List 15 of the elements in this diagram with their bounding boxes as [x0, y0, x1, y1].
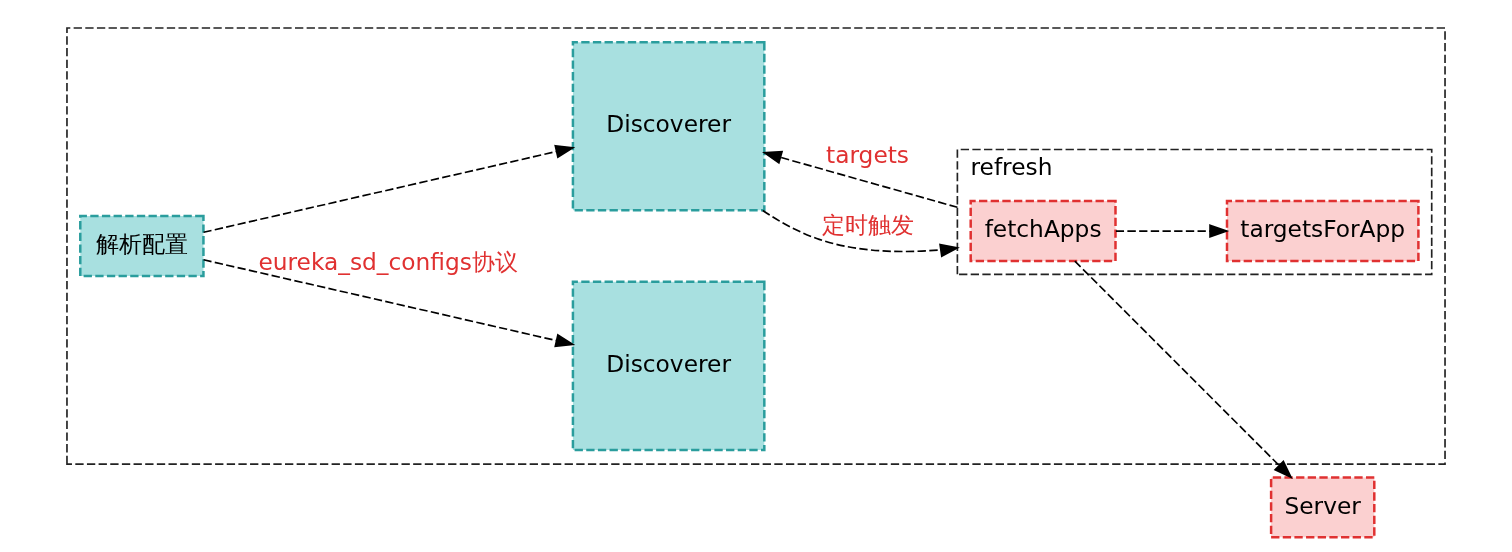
- node-box: Server: [1269, 476, 1376, 539]
- arrow: [1074, 260, 1293, 480]
- arrow: [761, 209, 960, 258]
- edge-label: eureka_sd_configs协议: [258, 247, 518, 275]
- arrow: [202, 144, 576, 234]
- arrow: [202, 258, 576, 348]
- node-box: 解析配置: [79, 214, 205, 278]
- node-box: fetchApps: [969, 199, 1117, 263]
- edge-label: 定时触发: [821, 211, 914, 239]
- node-box: Discoverer: [571, 280, 766, 452]
- arrow: [762, 150, 959, 209]
- arrow: [1115, 224, 1230, 239]
- edge-label: targets: [826, 141, 909, 169]
- node-box: targetsForApp: [1225, 199, 1420, 263]
- node-box: Discoverer: [571, 40, 766, 212]
